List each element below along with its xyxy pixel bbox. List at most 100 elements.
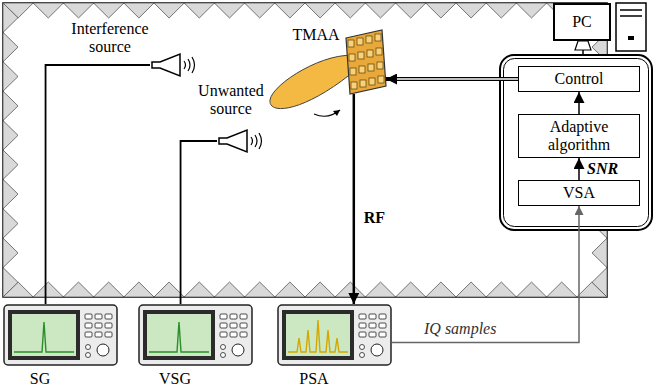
absorber-cone: [335, 3, 365, 18]
array-element: [369, 78, 375, 85]
absorber-cone: [335, 282, 365, 297]
instrument-body: [139, 305, 252, 365]
array-element: [350, 68, 356, 75]
array-element: [349, 54, 355, 61]
key-button: [240, 314, 247, 319]
key-button: [379, 314, 386, 319]
instrument-body: [278, 305, 391, 365]
key-button: [240, 323, 247, 328]
double-line-core: [397, 78, 518, 79]
absorber-cone: [3, 121, 18, 150]
connector-port: [221, 345, 226, 350]
key-button: [359, 332, 366, 337]
array-element: [357, 38, 363, 45]
signal-generator-figure: [3, 304, 118, 366]
knob: [232, 344, 244, 356]
absorber-cone: [426, 282, 456, 297]
node-label: VSA: [529, 184, 629, 202]
absorber-cone: [3, 3, 18, 32]
key-button: [230, 323, 237, 328]
key-button: [359, 323, 366, 328]
screen-bezel: [8, 310, 80, 360]
tower-button: [628, 36, 634, 40]
absorber-cone: [3, 209, 18, 238]
steering-arrow: [314, 110, 340, 116]
signal-arrow: [353, 94, 356, 304]
screen: [286, 314, 350, 356]
key-button: [369, 314, 376, 319]
screen: [147, 314, 211, 356]
radiation-wave: [255, 135, 257, 147]
absorber-cone: [245, 282, 275, 297]
absorber-cone: [3, 268, 18, 297]
monitor-stand: [575, 41, 591, 50]
connector-port: [86, 345, 91, 350]
absorber-cone: [124, 3, 154, 18]
absorber-cone: [486, 3, 516, 18]
screen-bezel: [143, 310, 215, 360]
absorber-cone: [154, 3, 184, 18]
rf-cable: [46, 65, 150, 304]
key-button: [220, 314, 227, 319]
horn-antenna-figure: [150, 52, 198, 78]
antenna-array-figure: [340, 30, 386, 94]
spectrum-analyzer: PSA: [277, 304, 392, 388]
array-element: [367, 50, 373, 57]
tower-slot: [620, 15, 642, 17]
radiation-wave: [192, 57, 195, 73]
knob: [97, 344, 109, 356]
node-label: VSG: [138, 370, 212, 388]
instrument-body: [4, 305, 117, 365]
edge-label: IQ samples: [424, 320, 496, 338]
absorber-cone: [184, 3, 214, 18]
node-label: SG: [3, 370, 77, 388]
key-button: [369, 332, 376, 337]
absorber-cone: [63, 3, 93, 18]
spectrum-trace: [288, 320, 348, 352]
array-element: [377, 62, 383, 69]
absorber-cone: [426, 3, 456, 18]
absorber-cone: [275, 3, 305, 18]
key-button: [240, 332, 247, 337]
node-label: Unwanted source: [195, 82, 267, 118]
array-element: [375, 34, 381, 41]
horn-antenna: Interference source: [60, 20, 200, 56]
array-element: [348, 40, 354, 47]
process-box: VSA: [518, 180, 640, 206]
node-label: Adaptive algorithm: [529, 118, 629, 154]
absorber-cone: [3, 179, 18, 208]
key-button: [95, 332, 102, 337]
horn-antenna: Unwanted source: [195, 82, 267, 118]
antenna-array: TMAA: [290, 26, 390, 44]
absorber-cone: [516, 282, 546, 297]
absorber-cone: [516, 3, 546, 18]
signal-arrow: [392, 206, 579, 342]
signal-arrow: [386, 77, 518, 81]
key-button: [85, 323, 92, 328]
absorber-cone: [3, 238, 18, 267]
key-button: [105, 314, 112, 319]
beam-lobe: [270, 55, 358, 108]
absorber-cone: [94, 282, 124, 297]
pc-monitor: PC: [553, 3, 611, 41]
signal-generator: VSG: [138, 304, 253, 388]
pc-software-frame-inner: [504, 59, 649, 227]
signal-arrow: [578, 92, 580, 114]
absorber-cone: [396, 282, 426, 297]
absorber-cone: [456, 282, 486, 297]
node-label: PC: [559, 13, 605, 31]
pc-tower: [616, 3, 646, 51]
absorber-cone: [124, 282, 154, 297]
pc-software-frame: [500, 55, 652, 230]
key-button: [369, 323, 376, 328]
absorber-cone: [547, 282, 577, 297]
absorber-cone: [275, 282, 305, 297]
absorber-cone: [305, 3, 335, 18]
absorber-cone: [3, 62, 18, 91]
absorber-cone: [592, 238, 607, 267]
signal-arrow: [578, 158, 580, 180]
key-button: [230, 332, 237, 337]
spectrum-trace: [149, 322, 209, 352]
screen-bezel: [282, 310, 354, 360]
absorber-cone: [365, 3, 395, 18]
